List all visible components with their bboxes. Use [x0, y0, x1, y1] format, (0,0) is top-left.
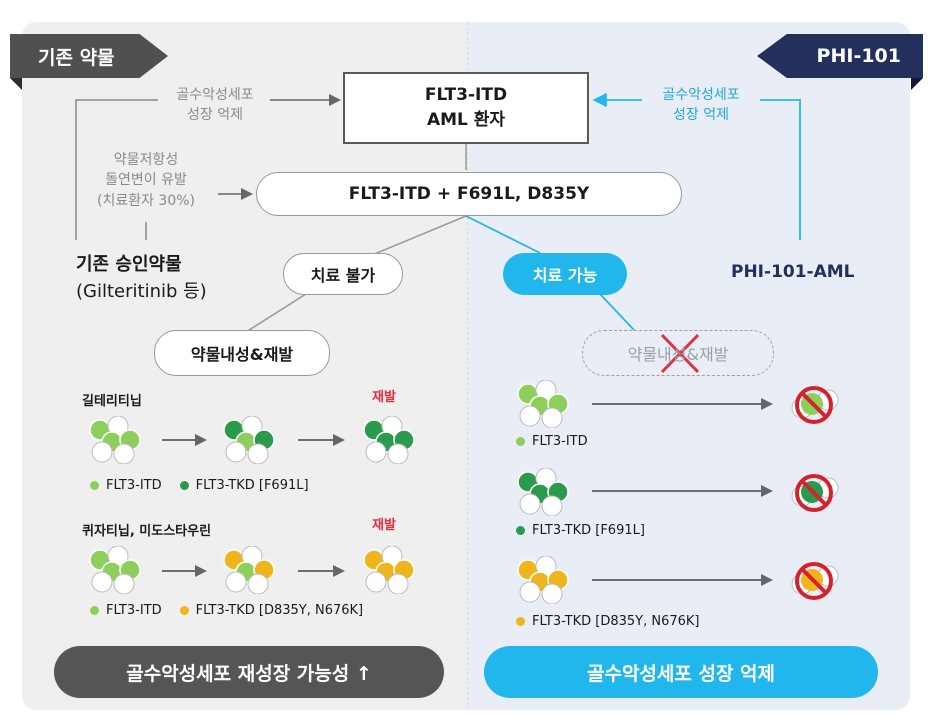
target-box-line1: FLT3-ITD	[424, 85, 508, 106]
target-patient-box: FLT3-ITD AML 환자	[343, 72, 589, 144]
cell-cluster-mixed-yellow	[223, 546, 275, 594]
right-legend-1-label: FLT3-ITD	[532, 434, 588, 449]
legend-row-1: FLT3-ITD FLT3-TKD [F691L]	[90, 478, 309, 493]
right-growth-line2: 성장 억제	[673, 107, 729, 124]
right-growth-line1: 골수악성세포	[662, 87, 740, 103]
cell-cluster-d835y	[363, 546, 415, 594]
resistance-line1: 약물저항성	[113, 152, 179, 168]
gilteritinib-label: 길테리티닙	[82, 394, 142, 409]
inhibited-cell-itd	[791, 386, 839, 424]
legend-dot-f691l	[179, 481, 189, 490]
legend-dot-d835y	[179, 606, 189, 615]
prohibit-icon	[795, 562, 833, 600]
legend-dot-itd	[90, 481, 99, 490]
left-growth-line1: 골수악성세포	[176, 87, 254, 103]
existing-drug-tag-label: 기존 약물	[38, 46, 115, 69]
mutation-box: FLT3-ITD + F691L, D835Y	[256, 172, 682, 216]
phi101-tag: PHI-101	[757, 34, 923, 78]
phi101-tag-label: PHI-101	[816, 45, 901, 67]
right-legend-3-label: FLT3-TKD [D835Y, N676K]	[532, 614, 700, 629]
resistance-line2: 돌연변이 유발	[105, 172, 187, 189]
resistance-relapse-crossed-pill: 약물내성&재발	[582, 330, 774, 376]
legend-dot-d835y	[516, 617, 525, 626]
cell-cluster-f691l	[517, 468, 569, 516]
right-legend-2: FLT3-TKD [F691L]	[516, 523, 645, 538]
untreatable-pill: 치료 불가	[283, 253, 403, 295]
existing-drug-line2: (Gilteritinib 등)	[76, 281, 207, 302]
legend-f691l-label: FLT3-TKD [F691L]	[195, 478, 309, 493]
relapse-label-2: 재발	[372, 518, 396, 533]
legend-itd-label: FLT3-ITD	[106, 603, 162, 618]
legend-dot-itd	[90, 606, 99, 615]
prohibit-icon	[795, 474, 833, 512]
target-box-line2: AML 환자	[426, 110, 506, 130]
cell-cluster-f691l	[363, 416, 415, 464]
legend-dot-itd	[516, 437, 525, 446]
legend-d835y-label: FLT3-TKD [D835Y, N676K]	[195, 603, 364, 618]
resistance-note: 약물저항성 돌연변이 유발 (치료환자 30%)	[72, 150, 220, 211]
cell-cluster-mixed	[223, 416, 275, 464]
phi101-tag-fold	[911, 78, 923, 90]
resistance-line3: (치료환자 30%)	[96, 192, 195, 209]
quizartinib-label: 퀴자티닙, 미도스타우린	[82, 524, 212, 539]
left-growth-note: 골수악성세포 성장 억제	[156, 85, 274, 126]
right-legend-2-label: FLT3-TKD [F691L]	[532, 523, 645, 538]
inhibited-cell-d835y	[791, 562, 839, 600]
phi101-aml-label: PHI-101-AML	[731, 262, 855, 282]
left-growth-line2: 성장 억제	[187, 107, 243, 124]
cell-cluster-itd	[517, 380, 569, 428]
right-legend-3: FLT3-TKD [D835Y, N676K]	[516, 614, 699, 629]
right-legend-1: FLT3-ITD	[516, 434, 588, 449]
cell-cluster-itd	[89, 416, 141, 464]
treatable-pill: 치료 가능	[503, 253, 627, 295]
relapse-label-1: 재발	[372, 390, 396, 405]
cell-cluster-d835y	[517, 556, 569, 604]
existing-drug-line1: 기존 승인약물	[76, 254, 182, 275]
right-growth-note: 골수악성세포 성장 억제	[640, 85, 762, 126]
regrowth-footer: 골수악성세포 재성장 가능성 ↑	[54, 646, 444, 698]
cell-cluster-itd	[89, 546, 141, 594]
resistance-relapse-pill: 약물내성&재발	[154, 330, 330, 376]
prohibit-icon	[795, 386, 833, 424]
existing-drug-label: 기존 승인약물 (Gilteritinib 등)	[76, 251, 207, 305]
legend-row-2: FLT3-ITD FLT3-TKD [D835Y, N676K]	[90, 603, 363, 618]
panel-divider	[467, 22, 469, 710]
existing-drug-tag-fold	[10, 78, 22, 90]
suppression-footer: 골수악성세포 성장 억제	[484, 646, 878, 698]
legend-dot-f691l	[516, 526, 525, 535]
legend-itd-label: FLT3-ITD	[106, 478, 162, 493]
existing-drug-tag: 기존 약물	[10, 34, 168, 78]
inhibited-cell-f691l	[791, 474, 839, 512]
